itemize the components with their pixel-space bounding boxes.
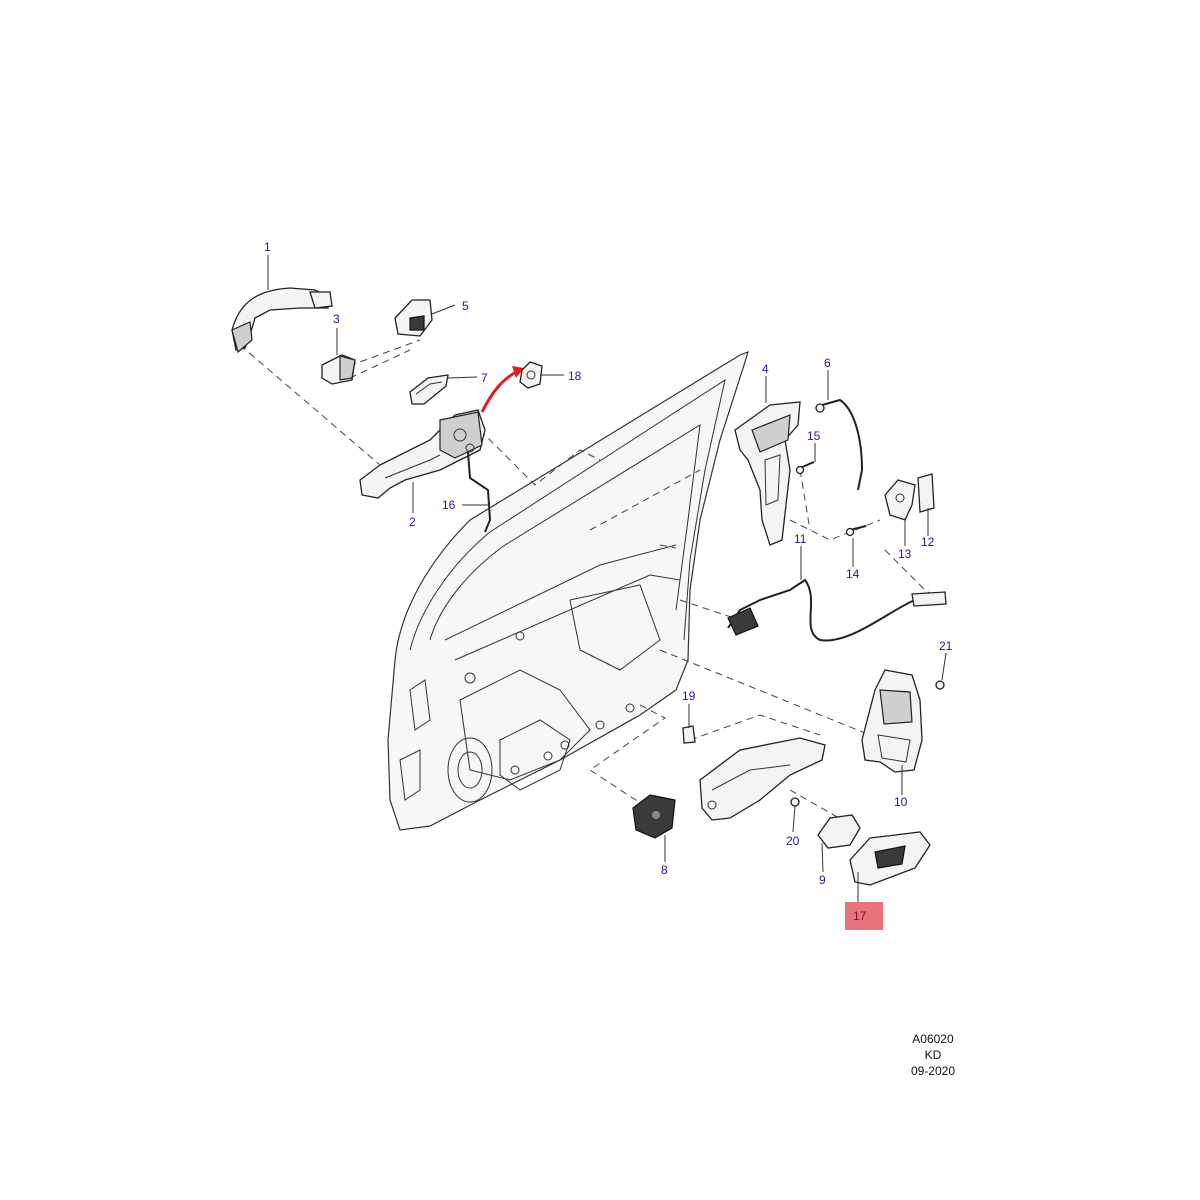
part-exterior-handle: [231, 287, 333, 354]
part-cap: [321, 354, 356, 385]
part-striker: [884, 473, 935, 521]
part-bolt-20: [790, 797, 800, 807]
callout-1: 1: [264, 240, 271, 254]
callout-17-highlight: [845, 902, 883, 930]
callout-15: 15: [807, 429, 821, 443]
callout-12: 12: [921, 535, 935, 549]
part-gasket: [409, 374, 449, 405]
reference-date: 09-2020: [910, 1064, 955, 1078]
part-18-pad: [519, 361, 543, 389]
reference-block: A06020 KD 09-2020: [911, 1031, 955, 1079]
callout-7: 7: [481, 371, 488, 385]
callout-17: 17: [853, 909, 867, 923]
leader-lines: [267, 255, 947, 902]
callout-13: 13: [898, 547, 912, 561]
callout-11: 11: [794, 532, 807, 546]
part-trim-9: [817, 814, 861, 849]
callout-8: 8: [661, 863, 668, 877]
callout-2: 2: [409, 515, 416, 529]
callout-10: 10: [894, 795, 908, 809]
part-latch: [861, 669, 945, 773]
reference-model: KD: [924, 1048, 942, 1062]
callout-21: 21: [939, 639, 953, 653]
part-cylinder-cover: [394, 299, 433, 337]
part-inner-handle-housing: [699, 737, 826, 821]
part-trim-17: [849, 831, 931, 886]
part-rod: [467, 451, 492, 533]
part-clip: [682, 725, 696, 744]
callout-6: 6: [824, 356, 831, 370]
reference-code: A06020: [912, 1032, 954, 1046]
part-cable-11: [727, 578, 947, 642]
red-arrow: [480, 366, 524, 413]
part-bolt-15: [795, 461, 815, 475]
callout-18: 18: [568, 369, 582, 383]
assembly-guide-lines: [239, 339, 941, 831]
callout-16: 16: [442, 498, 456, 512]
callout-20: 20: [786, 834, 800, 848]
callout-5: 5: [462, 299, 469, 313]
door-shell: [387, 351, 749, 831]
callout-9: 9: [819, 873, 826, 887]
part-handle-bracket: [359, 409, 486, 499]
callout-19: 19: [682, 689, 696, 703]
callout-3: 3: [333, 312, 340, 326]
part-cable-6: [815, 398, 864, 491]
part-switch: [632, 794, 676, 839]
part-latch-bracket: [734, 401, 801, 546]
callout-labels: 1 2 3 4 5 6 7 8 9 10 11 12 13 14 15 16 1…: [264, 240, 953, 923]
callout-14: 14: [846, 567, 860, 581]
part-bolt-14: [845, 525, 867, 537]
callout-4: 4: [762, 362, 769, 376]
